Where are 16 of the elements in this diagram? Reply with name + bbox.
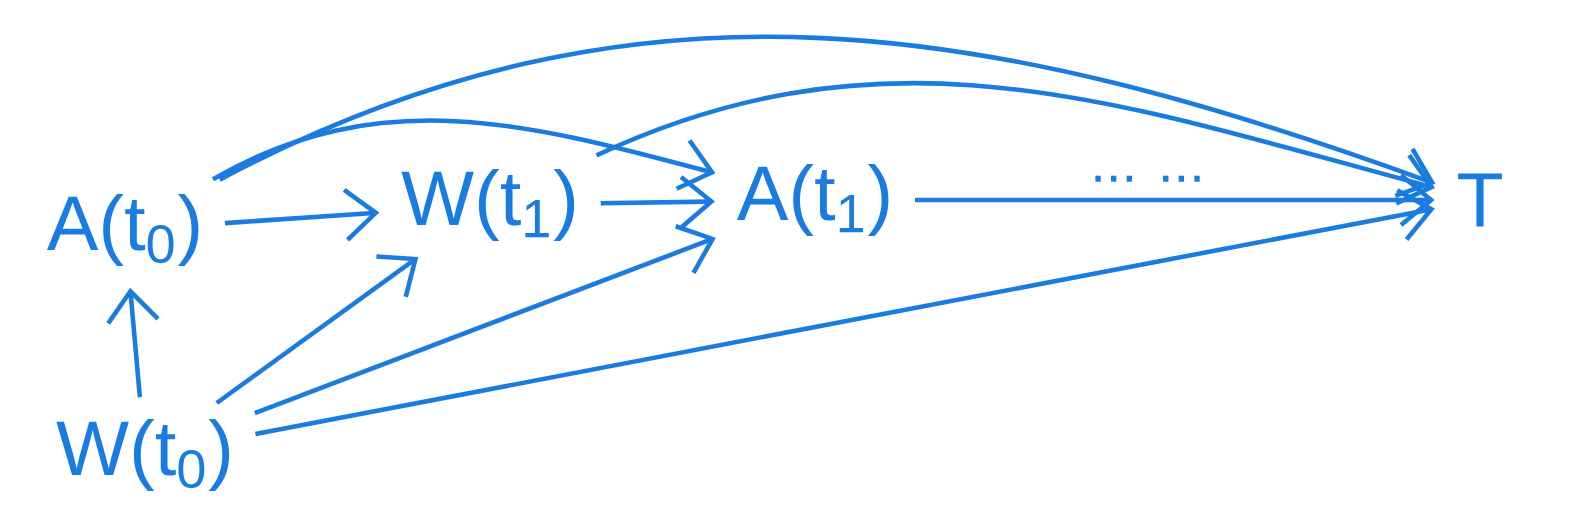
arrow bbox=[600, 175, 715, 229]
arrow bbox=[211, 118, 716, 191]
variable-label: A(t$_{0}$) bbox=[46, 193, 199, 266]
arrow bbox=[106, 287, 160, 398]
arrow bbox=[915, 173, 1435, 227]
arrow bbox=[253, 224, 716, 416]
variable-label: W(t$_{0}$) bbox=[56, 418, 230, 491]
variable-label: T bbox=[1458, 173, 1502, 227]
arrow bbox=[595, 81, 1436, 206]
arrow bbox=[215, 254, 419, 405]
variable-label: A(t$_{1}$) bbox=[737, 163, 889, 236]
arrow bbox=[218, 35, 1436, 198]
arrow bbox=[255, 188, 1435, 437]
arrow bbox=[224, 188, 380, 242]
variable-label: W(t$_{1}$) bbox=[401, 168, 575, 241]
edge-label: ... ... bbox=[1095, 175, 1200, 182]
